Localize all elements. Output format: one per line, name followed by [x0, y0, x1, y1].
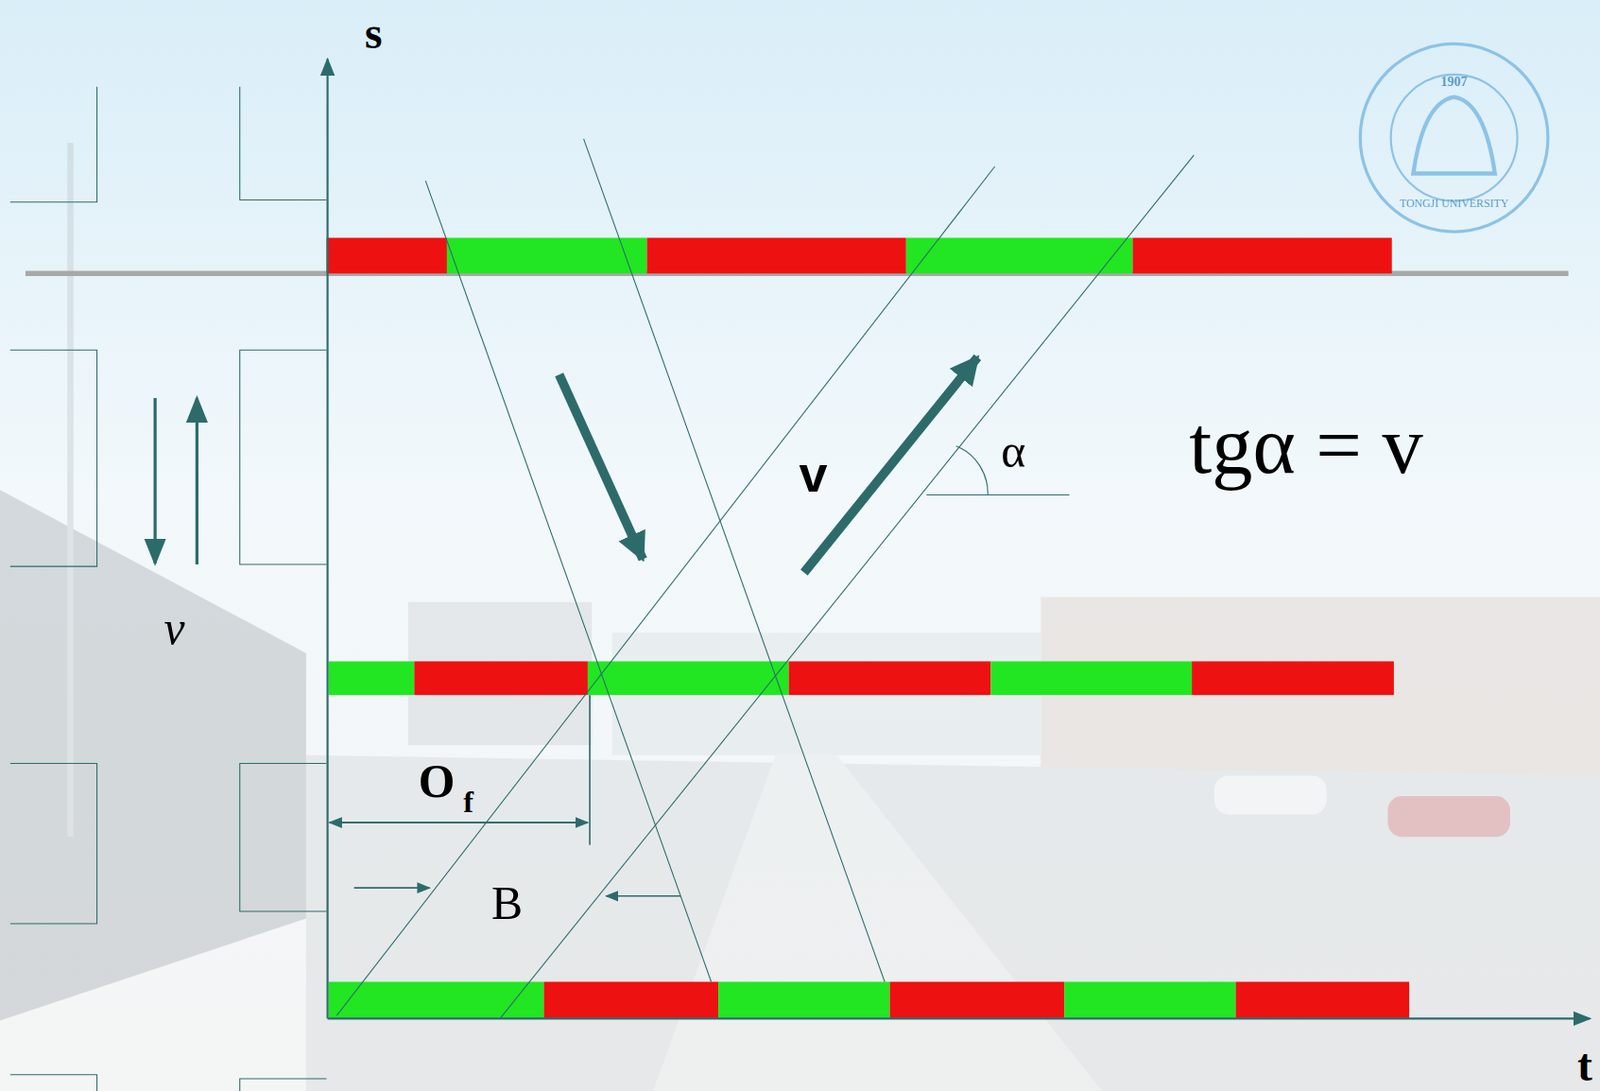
speed-label: v	[164, 604, 186, 653]
logo-text: 1907	[1441, 74, 1468, 88]
angle-label: α	[1000, 428, 1026, 476]
axis-label: t	[1577, 1044, 1593, 1090]
traffic-arrows	[154, 397, 197, 565]
direction-arrows	[559, 357, 979, 573]
offset-label: O	[418, 757, 456, 806]
axis-label: s	[364, 11, 383, 57]
speed-label: v	[799, 447, 828, 499]
offset-dimension	[329, 694, 681, 896]
bandwidth-label: B	[491, 879, 523, 928]
faded-street-photo	[0, 142, 1600, 1091]
building-outlines	[10, 86, 327, 1091]
university-logo	[1359, 43, 1549, 232]
band-lines	[336, 138, 1194, 1019]
logo-text: TONGJI UNIVERSITY	[1399, 198, 1509, 210]
axes	[327, 59, 1591, 1019]
offset-subscript: f	[463, 785, 474, 816]
formula: tgα = v	[1188, 404, 1423, 486]
signal-bands	[326, 238, 1411, 1019]
